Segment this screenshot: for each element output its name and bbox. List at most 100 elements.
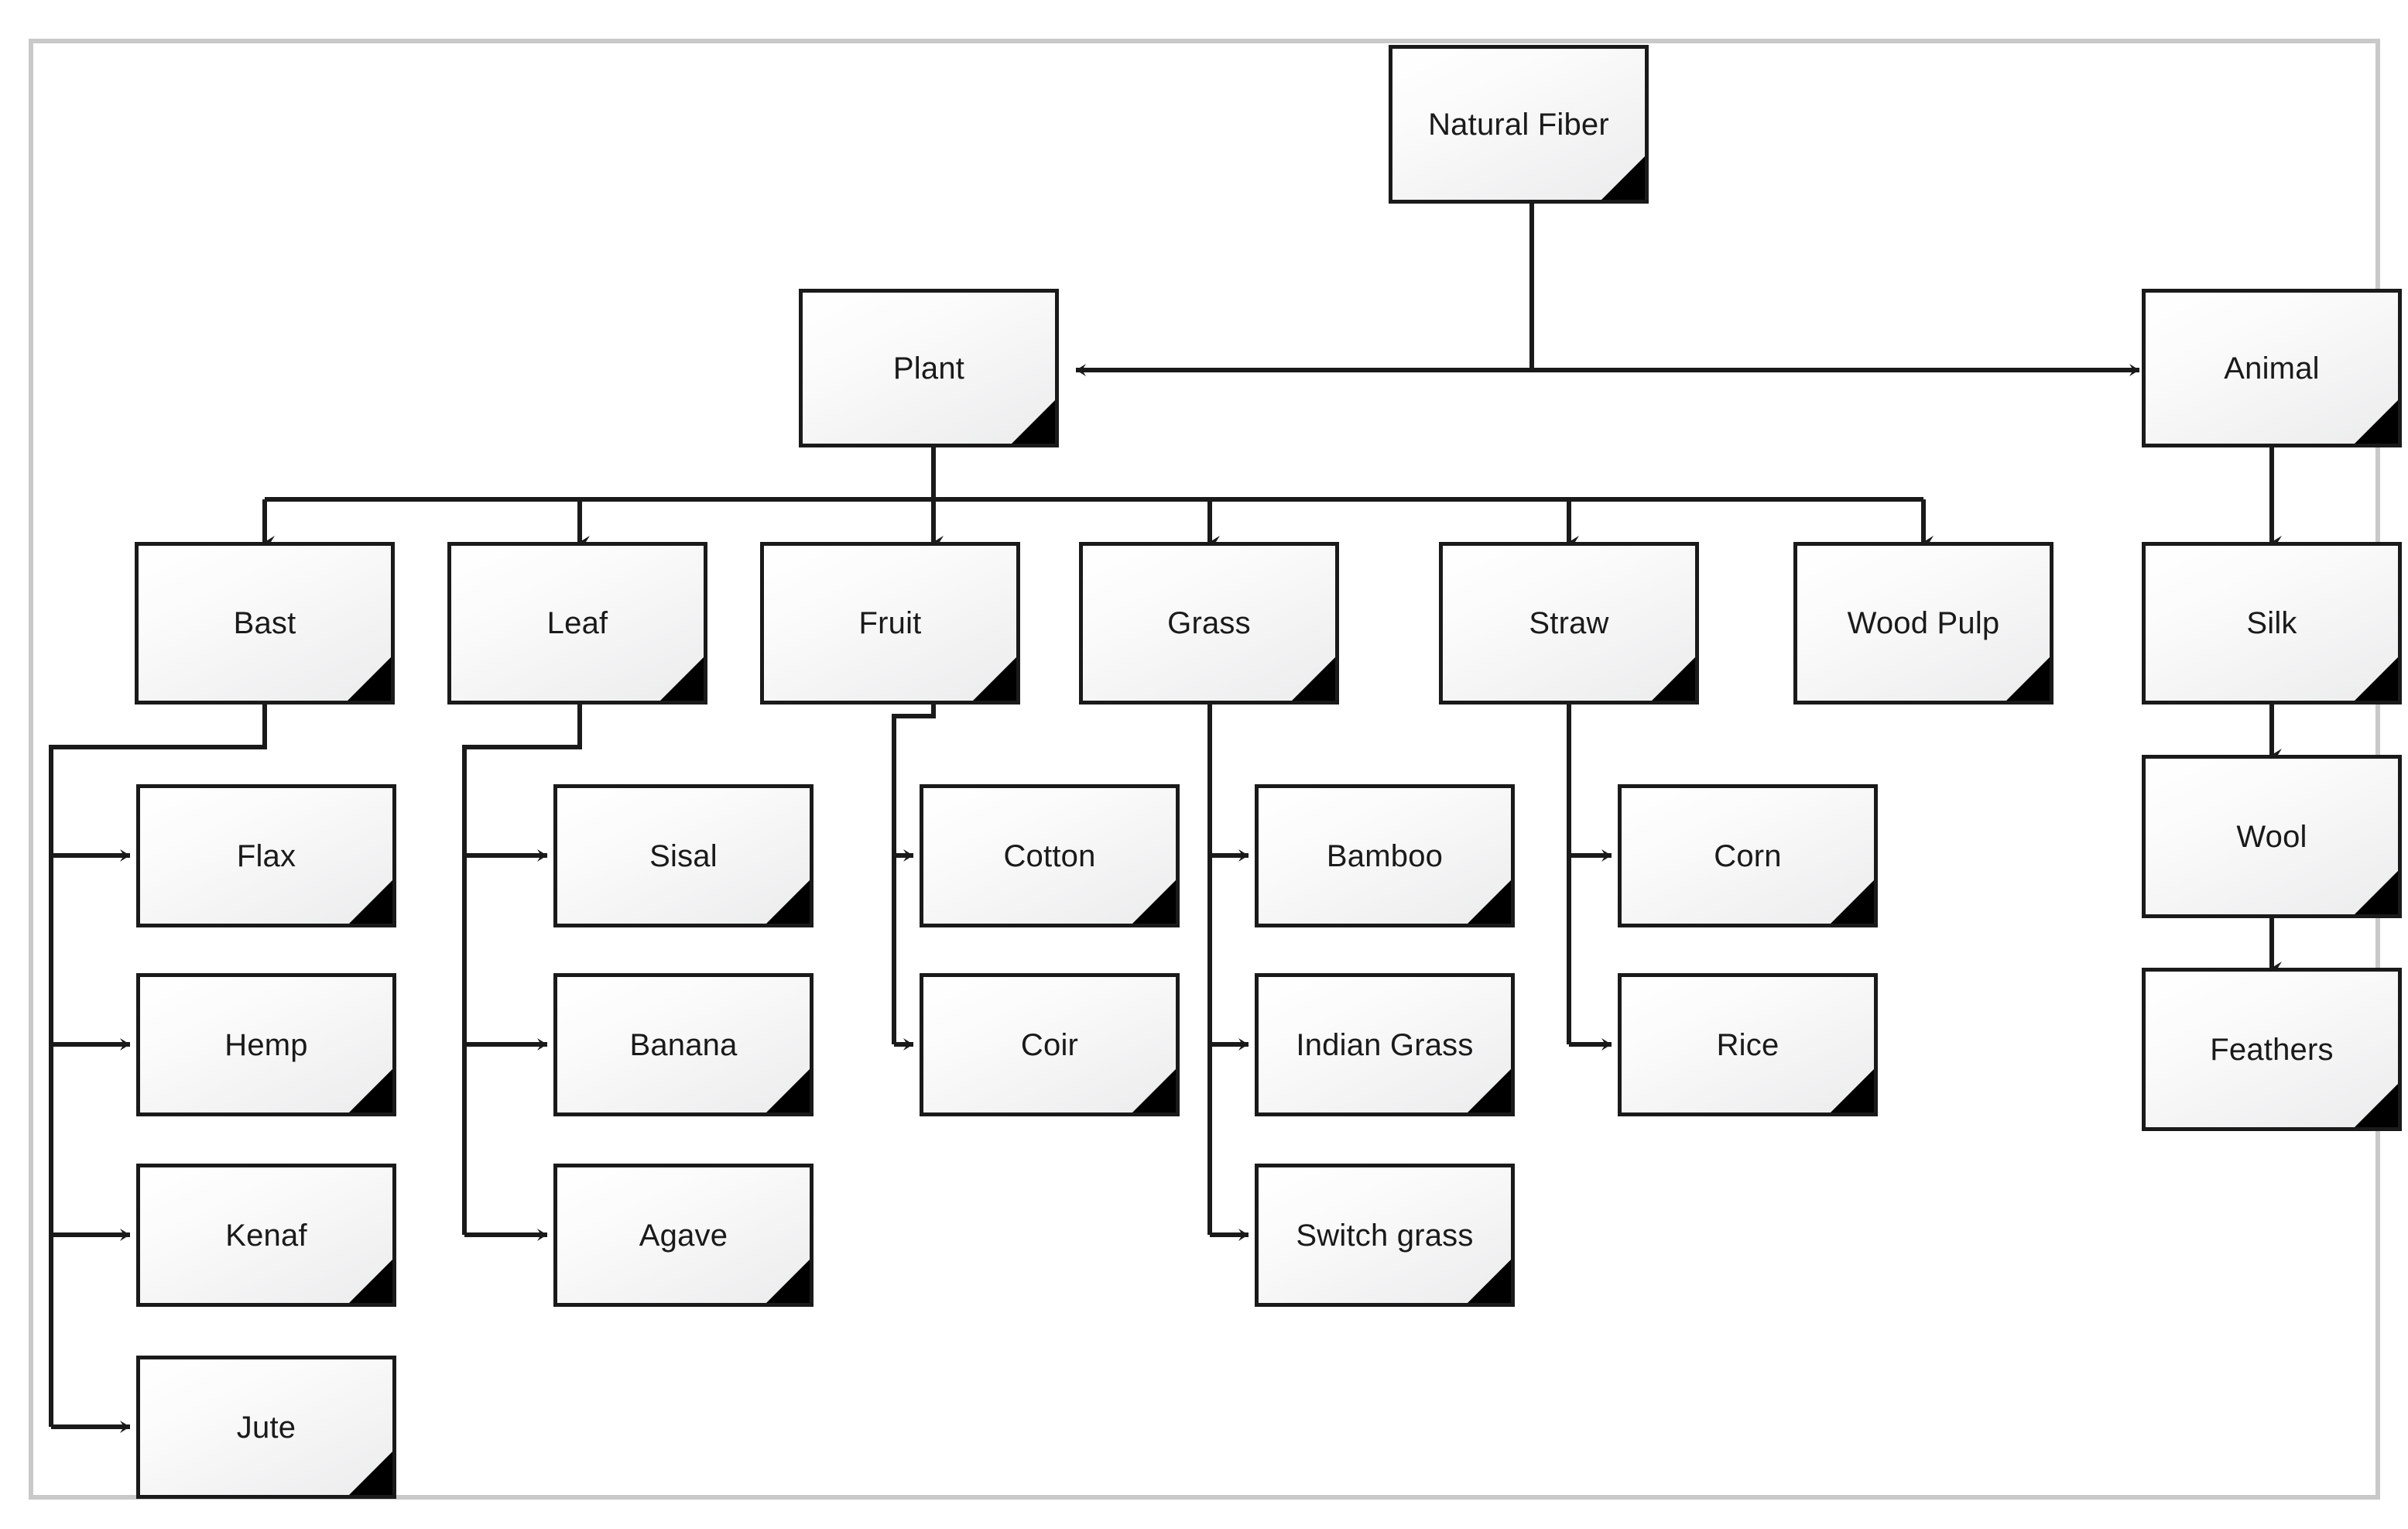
folded-corner-icon bbox=[1130, 878, 1176, 924]
node-indian-grass-inner: Indian Grass bbox=[1268, 986, 1502, 1103]
folded-corner-icon bbox=[2352, 398, 2398, 444]
folded-corner-icon bbox=[764, 1257, 810, 1303]
node-coir[interactable]: Coir bbox=[920, 973, 1180, 1116]
node-hemp-inner: Hemp bbox=[149, 986, 383, 1103]
node-banana-label: Banana bbox=[629, 1027, 738, 1062]
node-flax[interactable]: Flax bbox=[136, 784, 396, 927]
node-feathers-label: Feathers bbox=[2210, 1032, 2334, 1067]
node-jute-label: Jute bbox=[236, 1410, 296, 1445]
node-silk[interactable]: Silk bbox=[2142, 542, 2402, 705]
node-hemp[interactable]: Hemp bbox=[136, 973, 396, 1116]
folded-corner-icon bbox=[347, 1449, 392, 1495]
folded-corner-icon bbox=[1465, 878, 1511, 924]
node-kenaf-inner: Kenaf bbox=[149, 1177, 383, 1294]
folded-corner-icon bbox=[347, 1067, 392, 1112]
node-switch-grass[interactable]: Switch grass bbox=[1255, 1164, 1515, 1307]
edge-fruit-riser bbox=[892, 705, 936, 1044]
node-indian-grass[interactable]: Indian Grass bbox=[1255, 973, 1515, 1116]
node-agave[interactable]: Agave bbox=[553, 1164, 814, 1307]
node-animal[interactable]: Animal bbox=[2142, 289, 2402, 447]
folded-corner-icon bbox=[2352, 1082, 2398, 1127]
folded-corner-icon bbox=[1828, 878, 1874, 924]
node-bast-label: Bast bbox=[233, 606, 296, 640]
node-jute-inner: Jute bbox=[149, 1369, 383, 1486]
node-corn-label: Corn bbox=[1714, 838, 1782, 873]
node-jute[interactable]: Jute bbox=[136, 1356, 396, 1499]
folded-corner-icon bbox=[1649, 655, 1695, 701]
folded-corner-icon bbox=[971, 655, 1016, 701]
node-wood-pulp-inner: Wood Pulp bbox=[1807, 555, 2040, 691]
folded-corner-icon bbox=[1599, 154, 1645, 200]
node-bamboo[interactable]: Bamboo bbox=[1255, 784, 1515, 927]
node-wool-inner: Wool bbox=[2155, 768, 2389, 905]
node-feathers[interactable]: Feathers bbox=[2142, 968, 2402, 1131]
node-banana[interactable]: Banana bbox=[553, 973, 814, 1116]
node-flax-label: Flax bbox=[236, 838, 296, 873]
node-wool[interactable]: Wool bbox=[2142, 755, 2402, 918]
node-sisal-inner: Sisal bbox=[567, 797, 800, 914]
node-feathers-inner: Feathers bbox=[2155, 981, 2389, 1118]
node-bast[interactable]: Bast bbox=[135, 542, 395, 705]
node-rice[interactable]: Rice bbox=[1618, 973, 1878, 1116]
folded-corner-icon bbox=[1130, 1067, 1176, 1112]
node-agave-inner: Agave bbox=[567, 1177, 800, 1294]
node-banana-inner: Banana bbox=[567, 986, 800, 1103]
node-fruit-inner: Fruit bbox=[773, 555, 1007, 691]
node-natural-fiber-inner: Natural Fiber bbox=[1402, 58, 1636, 190]
node-wood-pulp[interactable]: Wood Pulp bbox=[1793, 542, 2053, 705]
node-silk-label: Silk bbox=[2246, 606, 2297, 640]
node-straw-label: Straw bbox=[1529, 606, 1609, 640]
page-frame bbox=[29, 39, 2380, 1500]
edge-bast-riser bbox=[49, 705, 267, 1427]
node-grass-label: Grass bbox=[1167, 606, 1251, 640]
folded-corner-icon bbox=[1465, 1067, 1511, 1112]
node-rice-label: Rice bbox=[1716, 1027, 1779, 1062]
folded-corner-icon bbox=[2004, 655, 2050, 701]
node-plant[interactable]: Plant bbox=[799, 289, 1059, 447]
node-switch-grass-label: Switch grass bbox=[1296, 1218, 1474, 1253]
node-sisal[interactable]: Sisal bbox=[553, 784, 814, 927]
node-leaf[interactable]: Leaf bbox=[447, 542, 707, 705]
node-switch-grass-inner: Switch grass bbox=[1268, 1177, 1502, 1294]
node-natural-fiber[interactable]: Natural Fiber bbox=[1389, 45, 1649, 204]
node-fruit-label: Fruit bbox=[858, 606, 922, 640]
node-corn-inner: Corn bbox=[1631, 797, 1865, 914]
node-hemp-label: Hemp bbox=[224, 1027, 308, 1062]
node-wood-pulp-label: Wood Pulp bbox=[1847, 606, 2000, 640]
folded-corner-icon bbox=[1290, 655, 1335, 701]
node-leaf-label: Leaf bbox=[546, 606, 608, 640]
node-corn[interactable]: Corn bbox=[1618, 784, 1878, 927]
node-grass-inner: Grass bbox=[1092, 555, 1326, 691]
node-animal-label: Animal bbox=[2224, 351, 2320, 386]
node-straw[interactable]: Straw bbox=[1439, 542, 1699, 705]
node-rice-inner: Rice bbox=[1631, 986, 1865, 1103]
node-bamboo-inner: Bamboo bbox=[1268, 797, 1502, 914]
node-indian-grass-label: Indian Grass bbox=[1296, 1027, 1474, 1062]
node-fruit[interactable]: Fruit bbox=[760, 542, 1020, 705]
node-flax-inner: Flax bbox=[149, 797, 383, 914]
folded-corner-icon bbox=[2352, 655, 2398, 701]
node-silk-inner: Silk bbox=[2155, 555, 2389, 691]
node-cotton[interactable]: Cotton bbox=[920, 784, 1180, 927]
node-plant-inner: Plant bbox=[812, 302, 1046, 434]
folded-corner-icon bbox=[764, 1067, 810, 1112]
folded-corner-icon bbox=[1465, 1257, 1511, 1303]
node-grass[interactable]: Grass bbox=[1079, 542, 1339, 705]
node-cotton-inner: Cotton bbox=[933, 797, 1166, 914]
edge-leaf-riser bbox=[462, 705, 582, 1235]
node-kenaf-label: Kenaf bbox=[225, 1218, 307, 1253]
node-sisal-label: Sisal bbox=[649, 838, 718, 873]
node-agave-label: Agave bbox=[639, 1218, 728, 1253]
folded-corner-icon bbox=[1009, 398, 1055, 444]
node-coir-inner: Coir bbox=[933, 986, 1166, 1103]
node-natural-fiber-label: Natural Fiber bbox=[1428, 107, 1609, 142]
node-leaf-inner: Leaf bbox=[461, 555, 694, 691]
node-straw-inner: Straw bbox=[1452, 555, 1686, 691]
folded-corner-icon bbox=[347, 1257, 392, 1303]
node-kenaf[interactable]: Kenaf bbox=[136, 1164, 396, 1307]
node-wool-label: Wool bbox=[2236, 819, 2307, 854]
node-coir-label: Coir bbox=[1020, 1027, 1079, 1062]
folded-corner-icon bbox=[345, 655, 391, 701]
